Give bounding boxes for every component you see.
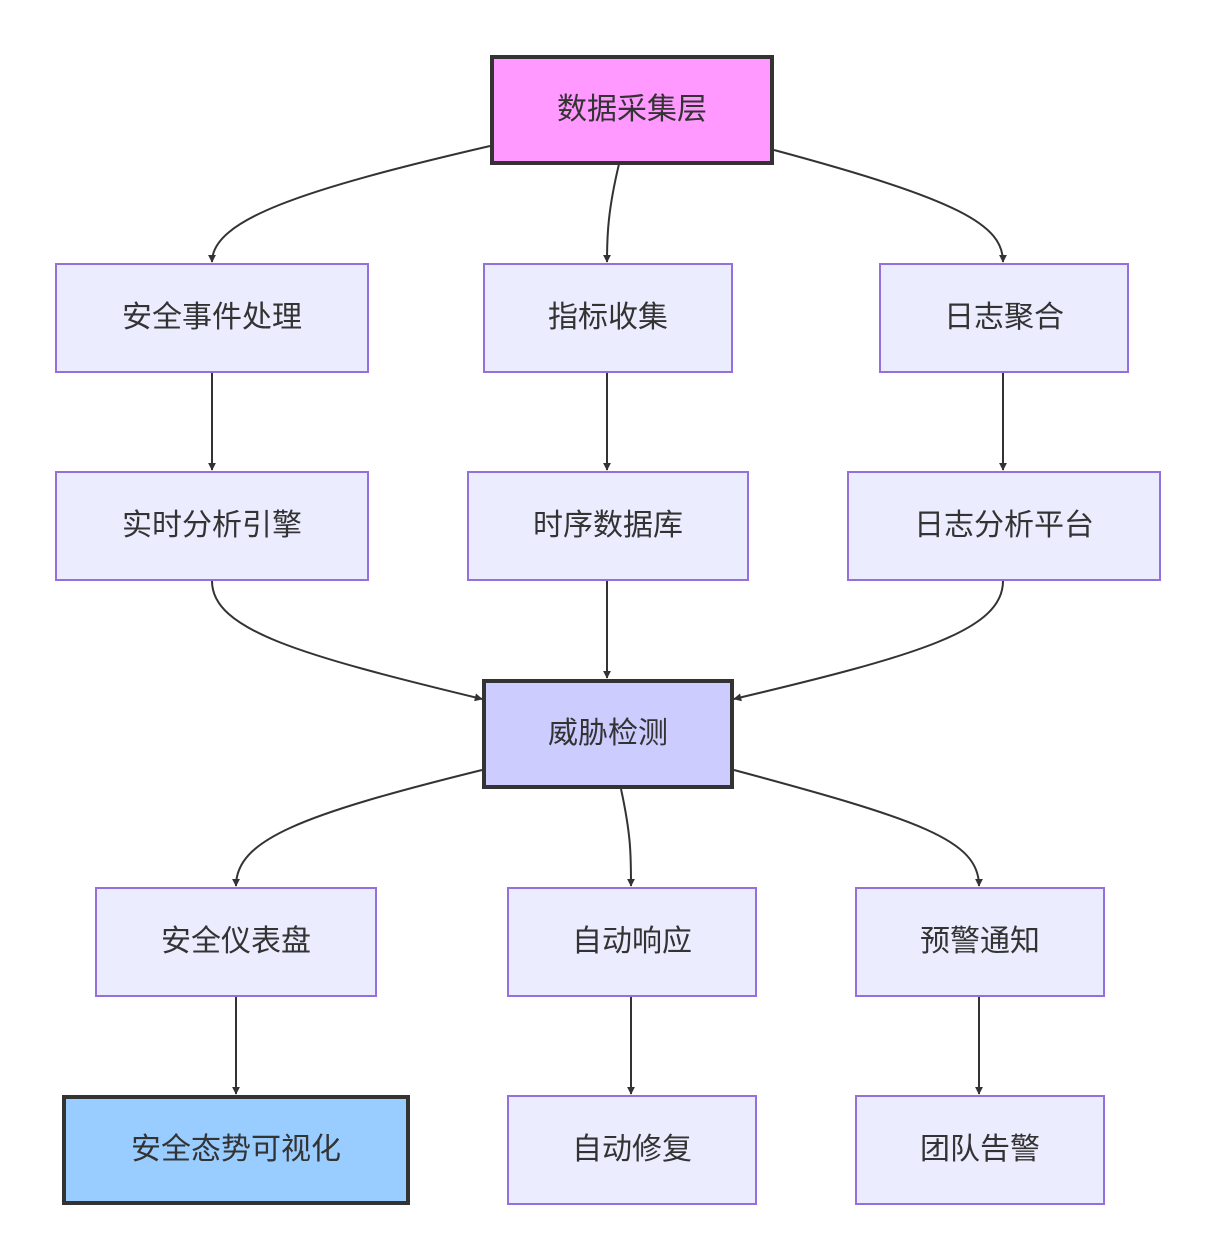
node-label: 日志分析平台 — [914, 508, 1094, 543]
node-security-dashboard[interactable]: 安全仪表盘 — [95, 887, 377, 997]
node-label: 自动响应 — [572, 924, 692, 959]
node-metrics-collection[interactable]: 指标收集 — [483, 263, 733, 373]
edge-source-to-log-agg — [773, 149, 1007, 263]
node-label: 自动修复 — [572, 1132, 692, 1167]
node-time-series-database[interactable]: 时序数据库 — [467, 471, 749, 581]
edge-source-to-security-event — [208, 145, 491, 263]
node-auto-response[interactable]: 自动响应 — [507, 887, 757, 997]
node-log-analysis-platform[interactable]: 日志分析平台 — [847, 471, 1161, 581]
edge-threat-to-dashboard — [232, 769, 483, 887]
node-label: 安全仪表盘 — [161, 924, 311, 959]
node-auto-remediation[interactable]: 自动修复 — [507, 1095, 757, 1205]
edge-source-to-metrics — [603, 163, 620, 263]
node-label: 威胁检测 — [548, 716, 668, 751]
node-label: 预警通知 — [920, 924, 1040, 959]
node-label: 实时分析引擎 — [122, 508, 302, 543]
node-realtime-analysis-engine[interactable]: 实时分析引擎 — [55, 471, 369, 581]
node-label: 团队告警 — [920, 1132, 1040, 1167]
node-label: 日志聚合 — [944, 300, 1064, 335]
node-label: 数据采集层 — [557, 92, 707, 127]
edge-log-platform-to-threat — [733, 580, 1004, 702]
node-label: 指标收集 — [548, 300, 668, 335]
node-security-event-processing[interactable]: 安全事件处理 — [55, 263, 369, 373]
edge-realtime-to-threat — [211, 580, 483, 702]
edge-threat-to-auto-response — [620, 788, 635, 887]
node-data-collection-layer[interactable]: 数据采集层 — [490, 55, 774, 165]
node-label: 时序数据库 — [533, 508, 683, 543]
node-label: 安全事件处理 — [122, 300, 302, 335]
node-log-aggregation[interactable]: 日志聚合 — [879, 263, 1129, 373]
node-team-alert[interactable]: 团队告警 — [855, 1095, 1105, 1205]
edge-threat-to-alert — [733, 769, 983, 887]
node-label: 安全态势可视化 — [131, 1132, 341, 1167]
node-security-posture-visualization[interactable]: 安全态势可视化 — [62, 1095, 410, 1205]
node-early-warning-notification[interactable]: 预警通知 — [855, 887, 1105, 997]
node-threat-detection[interactable]: 威胁检测 — [482, 679, 734, 789]
